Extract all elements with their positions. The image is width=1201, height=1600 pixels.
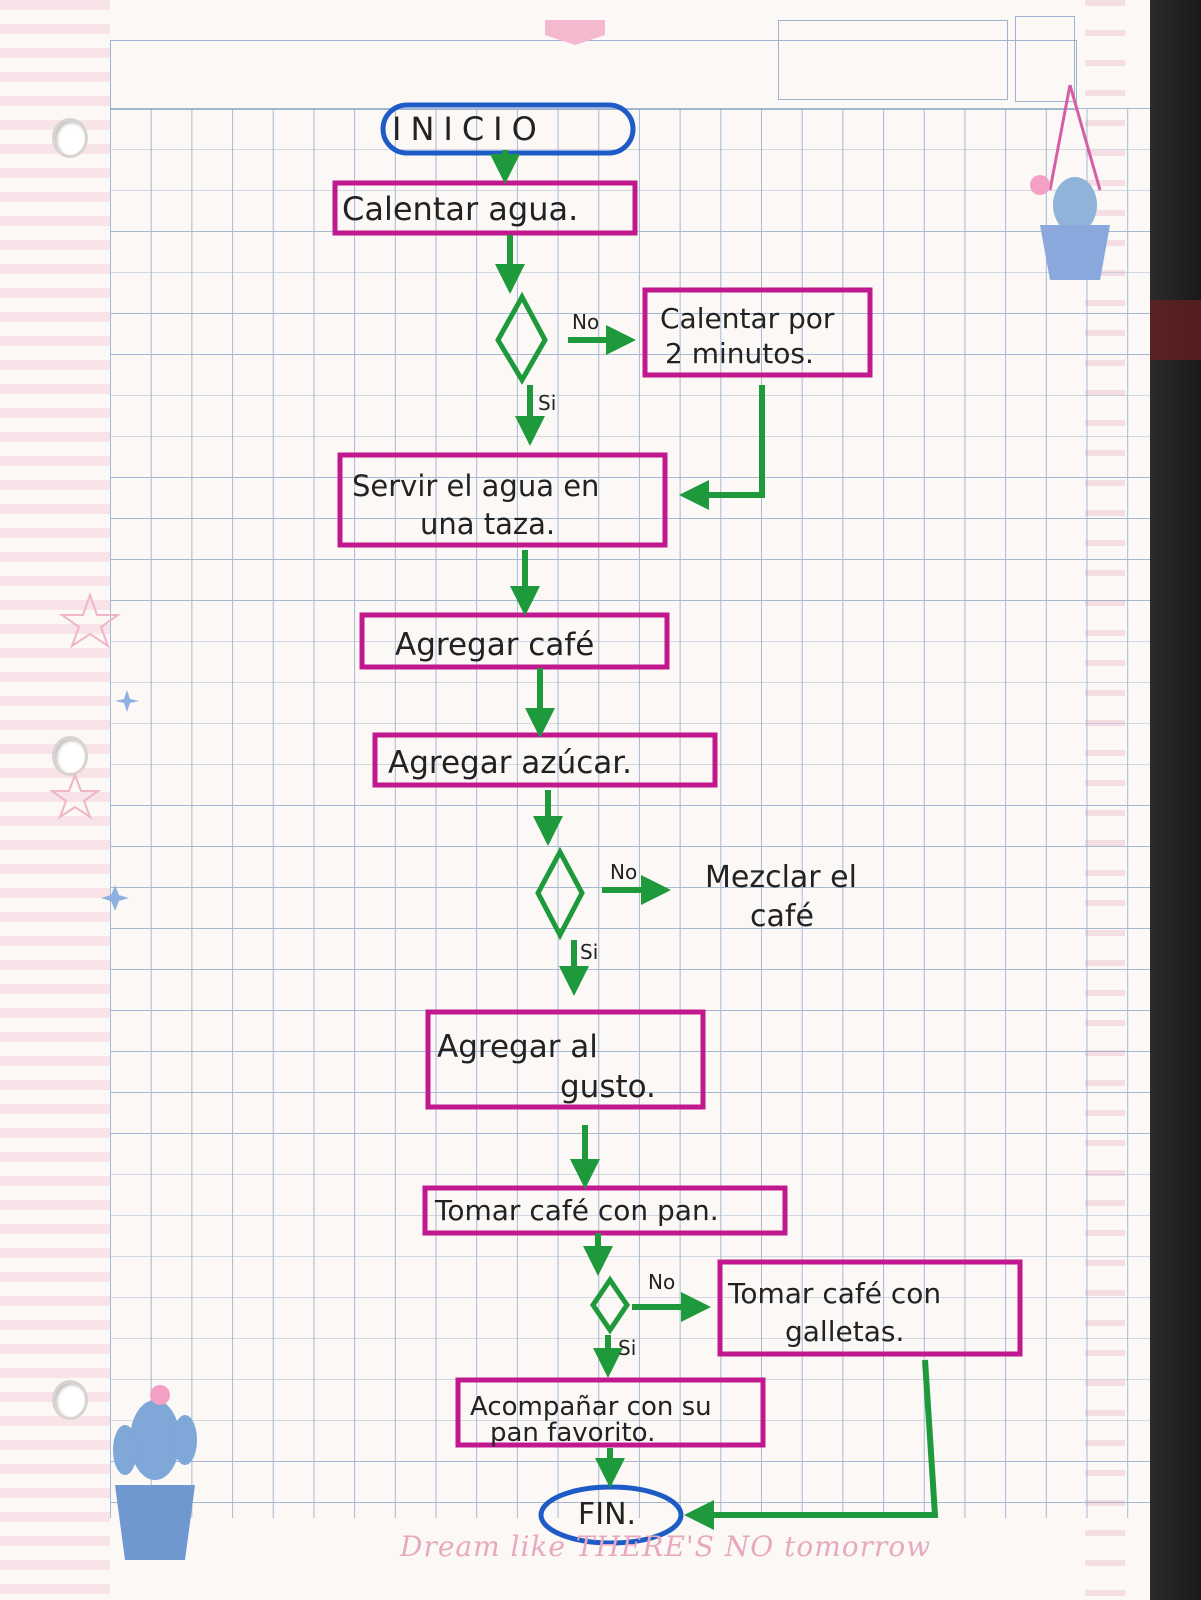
end-label: FIN. [578,1497,637,1532]
desk-background [1150,0,1201,1600]
coffee-bread-label: Tomar café con pan. [435,1194,719,1227]
yes-branch-1: Si [538,391,557,415]
serve-label-line1: Servir el agua en [352,469,600,503]
flow-arrows [490,150,939,1530]
heat-more-label-line1: Calentar por [660,302,835,335]
yes-branch-3: Si [618,1336,637,1360]
paper-footer-slogan: Dream like THERE'S NO tomorrow [400,1530,932,1563]
yes-branch-2: Si [580,940,599,964]
binder-hole [52,736,88,776]
mix-label-line1: Mezclar el [705,860,857,895]
binder-hole [52,118,88,158]
star-doodle-icon [48,591,122,820]
add-coffee-label: Agregar café [395,627,595,663]
favorite-label-line1: Acompañar con su [470,1392,712,1422]
serve-label-line2: una taza. [420,507,556,541]
brand-tab-icon [545,20,605,45]
cactus-pot-top-icon [1030,84,1110,280]
binder-hole [52,1380,88,1420]
no-branch-3: No [648,1270,676,1294]
process-boxes [332,180,1023,1448]
no-branch-1: No [572,310,600,334]
left-pink-border [0,0,110,1600]
date-box [778,20,1008,100]
mix-label-line2: café [750,899,814,934]
cookies-label-line2: galletas. [785,1315,905,1348]
favorite-label-line2: pan favorito. [490,1418,656,1448]
number-box [1015,16,1075,102]
heat-more-label-line2: 2 minutos. [665,337,814,370]
no-branch-2: No [610,860,638,884]
decision-diamonds [495,291,631,1335]
cactus-pot-bottom-icon [113,1385,197,1560]
sparkle-doodle-icon [101,690,139,911]
add-taste-label-line1: Agregar al [437,1029,598,1065]
heat-water-label: Calentar agua. [342,190,579,228]
add-sugar-label: Agregar azúcar. [388,745,633,781]
cookies-label-line1: Tomar café con [728,1277,942,1310]
start-label: INICIO [392,110,546,148]
add-taste-label-line2: gusto. [560,1069,656,1105]
